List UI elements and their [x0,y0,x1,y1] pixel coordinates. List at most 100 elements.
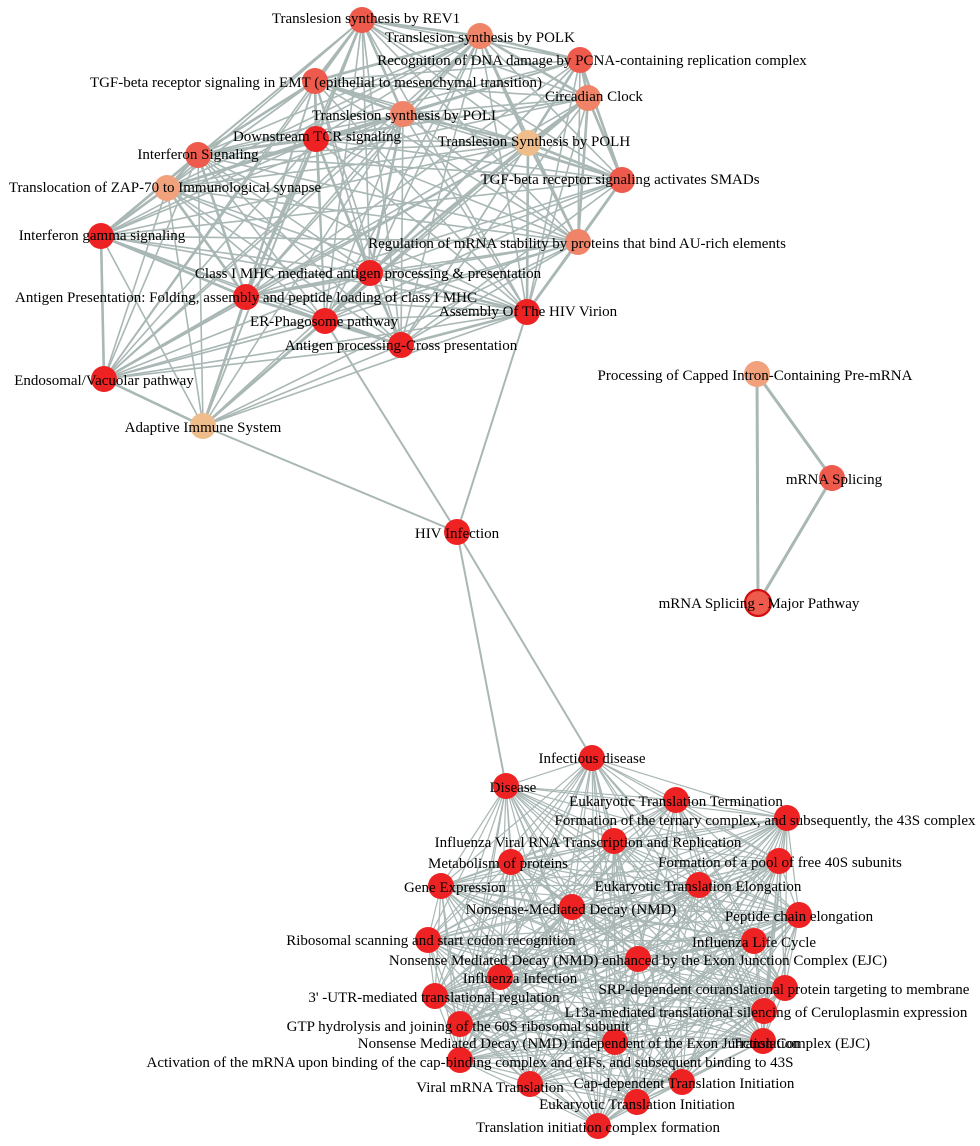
node-antigen_fold[interactable] [233,284,259,310]
node-ifng[interactable] [88,223,114,249]
node-influenza_inf[interactable] [487,964,513,990]
edge-polh-cross [400,142,529,346]
node-viral_mrna[interactable] [517,1071,543,1097]
node-nmd[interactable] [559,894,585,920]
node-l13a[interactable] [751,998,777,1024]
edge-influenza_rna-metab [510,840,615,863]
node-label-ribo_scan: Ribosomal scanning and start codon recog… [286,933,576,949]
edge-ifng-endo [99,235,106,380]
edge-peptide-l13a [763,914,800,1012]
node-splicing_major[interactable] [743,588,773,618]
node-translation[interactable] [750,1028,776,1054]
node-disease[interactable] [493,773,519,799]
edge-zap70-endo [103,187,168,380]
edge-disease-gene_exp [440,785,507,887]
edge-gtp60s-et_init [459,1023,638,1103]
edge-ribo_scan-translation [427,939,764,1042]
node-nmd_ejc[interactable] [625,946,651,972]
node-utr3[interactable] [422,983,448,1009]
edge-tcr-zap70 [166,137,317,190]
edge-influenza_inf-translation [499,976,764,1042]
edge-poli-cross [400,113,404,346]
node-pool40s[interactable] [766,848,792,874]
edge-tcr-hiv_virion [315,138,528,313]
node-cross[interactable] [388,332,414,358]
edge-viral_mrna-et_init [529,1083,638,1103]
node-srp[interactable] [772,975,798,1001]
node-mhc1[interactable] [357,260,383,286]
edge-hiv-infectious [456,531,593,759]
edge-tcr-polh [315,138,529,144]
edge-mrna_au-er_phago [324,241,579,322]
node-gtp60s[interactable] [447,1011,473,1037]
edge-tcr-endo [103,138,317,380]
node-rev1[interactable] [349,7,375,33]
node-tgfb_emt[interactable] [302,68,328,94]
node-et_elong[interactable] [686,872,712,898]
edge-peptide-influenza_inf [499,914,800,978]
edge-srp-utr3 [434,987,786,997]
edge-ternary-srp [784,817,788,989]
node-splicing[interactable] [819,465,845,491]
edge-gtp60s-nmd_indep [459,1023,616,1043]
edge-circadian-hiv_virion [526,97,589,313]
node-tgfb_smad[interactable] [609,167,635,193]
edge-influenza_rna-pool40s [613,840,780,862]
node-label-tcr: Downstream TCR signaling [233,129,402,145]
node-pcna[interactable] [567,47,593,73]
edge-hiv_virion-endo [103,311,528,380]
edge-antigen_fold-adaptive [201,296,248,427]
node-capped[interactable] [744,361,770,387]
edge-utr3-nmd_indep [434,995,616,1043]
edge-influenza_inf-srp [499,976,786,989]
edge-et_elong-gtp60s [459,884,700,1025]
node-et_init[interactable] [624,1089,650,1115]
node-poli[interactable] [390,101,416,127]
edge-polk-hiv_virion [479,35,528,313]
node-circadian[interactable] [575,85,601,111]
node-adaptive[interactable] [190,413,216,439]
node-cap_dep[interactable] [669,1069,695,1095]
edge-influenza_inf-l13a [499,976,765,1012]
node-hiv_virion[interactable] [514,299,540,325]
node-ifn[interactable] [185,142,211,168]
edge-etterm-ternary [675,799,788,819]
node-er_phago[interactable] [312,308,338,334]
node-nmd_indep[interactable] [602,1029,628,1055]
node-ribo_scan[interactable] [415,927,441,953]
edge-polh-zap70 [166,142,529,189]
edge-ternary-nmd [571,817,788,908]
node-gene_exp[interactable] [428,873,454,899]
edge-nmd_ejc-mrna_act [459,958,639,1061]
node-init_complex[interactable] [585,1113,611,1139]
node-ternary[interactable] [774,805,800,831]
node-etterm[interactable] [663,787,689,813]
edge-zap70-ifng [100,186,168,238]
node-mrna_au[interactable] [565,229,591,255]
node-label-endo: Endosomal/Vacuolar pathway [14,373,194,389]
edge-ifn-tgfb_smad [197,154,623,181]
node-hiv[interactable] [444,519,470,545]
node-endo[interactable] [91,366,117,392]
edge-l13a-cap_dep [681,1010,765,1083]
edge-zap70-adaptive [166,187,204,427]
node-tcr[interactable] [303,126,329,152]
node-influenza_rna[interactable] [601,828,627,854]
node-zap70[interactable] [154,175,180,201]
edge-infectious-influenza_life [591,757,755,942]
node-peptide[interactable] [786,902,812,928]
edge-mrna_au-antigen_fold [245,241,579,298]
edge-pool40s-et_elong [698,860,780,886]
node-mrna_act[interactable] [447,1047,473,1073]
node-label-tgfb_emt: TGF-beta receptor signaling in EMT (epit… [90,75,542,91]
node-polh[interactable] [515,130,541,156]
edge-ifng-mhc1 [100,235,371,274]
node-metab[interactable] [498,849,524,875]
node-polk[interactable] [467,23,493,49]
edge-pool40s-et_init [636,860,780,1103]
node-infectious[interactable] [579,745,605,771]
edge-hiv_virion-er_phago [324,311,528,322]
node-label-splicing_major: mRNA Splicing - Major Pathway [659,596,860,612]
node-influenza_life[interactable] [741,928,767,954]
edge-nmd_indep-init_complex [597,1041,616,1127]
